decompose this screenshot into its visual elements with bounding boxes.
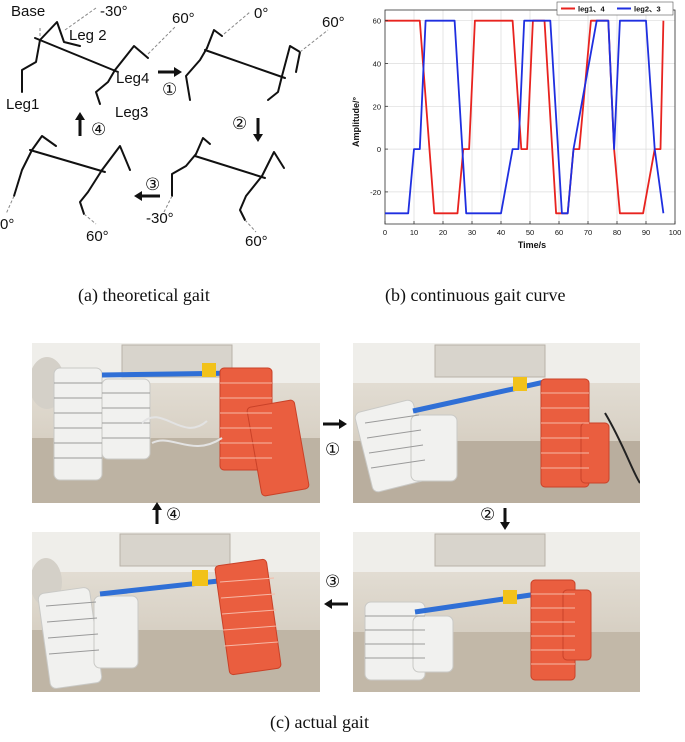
pose4-leg4 [101, 145, 131, 171]
step-3-label: ③ [145, 175, 161, 195]
pose2-leg3 [267, 75, 283, 101]
photo-step-3-label: ③ [325, 572, 341, 592]
photo-step-2-label: ② [480, 505, 496, 525]
step-2-label: ② [232, 114, 248, 134]
legend-box [556, 1, 674, 16]
angle-label-0-bottom: 0° [0, 216, 15, 233]
chart-x-axis-label: Time/s [518, 240, 546, 250]
caption-a: (a) theoretical gait [78, 285, 210, 305]
pose2-leg1 [185, 47, 208, 101]
photo-step-4-label: ④ [166, 505, 182, 525]
pose1-leg4 [114, 45, 149, 71]
step-1-label: ① [162, 80, 178, 100]
pose4-leg1 [13, 149, 33, 197]
angle-label-60-top: 60° [172, 10, 195, 27]
y-tick-label: 60 [373, 17, 381, 26]
pose2-base-rod [204, 49, 286, 79]
x-tick-label: 30 [468, 228, 476, 237]
label-leg3: Leg3 [115, 104, 149, 121]
label-base: Base [11, 3, 46, 20]
actual-gait-photo-3 [353, 532, 640, 692]
panel-a-theoretical-gait: Base Leg 2 Leg1 Leg4 Leg3 -30° 60° 0° 60… [0, 0, 345, 260]
chart-series [385, 19, 665, 215]
angle-label-minus30-top: -30° [100, 3, 128, 20]
pose4-leg3 [79, 169, 103, 215]
step-4-label: ④ [91, 120, 107, 140]
pose3-base-rod [194, 155, 266, 179]
x-tick-label: 80 [613, 228, 621, 237]
pose1-leg1 [21, 39, 41, 93]
x-tick-label: 90 [642, 228, 650, 237]
label-leg1: Leg1 [6, 96, 40, 113]
pose2-leg2 [206, 29, 223, 49]
x-tick-label: 60 [555, 228, 563, 237]
pose4-leg2 [31, 135, 57, 151]
y-tick-label: 40 [373, 60, 381, 69]
photo-step-1-label: ① [325, 440, 341, 460]
pose1-leg2 [39, 21, 81, 47]
x-tick-label: 20 [439, 228, 447, 237]
x-tick-label: 100 [669, 228, 682, 237]
pose2-leg4 [281, 45, 301, 77]
y-tick-label: -20 [370, 188, 381, 197]
pose3-leg4 [261, 151, 285, 177]
chart-ticks: 0 10 20 30 40 50 60 70 80 90 100 -20 0 20 40 60 [370, 17, 681, 237]
pose4-base-rod [29, 149, 106, 173]
actual-gait-photo-2 [353, 343, 640, 503]
y-tick-label: 20 [373, 102, 381, 111]
x-tick-label: 10 [410, 228, 418, 237]
angle-label-60-bottomleft: 60° [86, 228, 109, 245]
actual-gait-photo-4 [32, 532, 320, 692]
pose3-leg3 [239, 175, 263, 221]
pose1-base-rod [34, 37, 119, 73]
chart-y-axis-label: Amplitude/° [351, 97, 361, 147]
x-tick-label: 50 [526, 228, 534, 237]
actual-gait-photo-1 [32, 343, 320, 503]
series-line-2 [385, 19, 665, 215]
caption-b: (b) continuous gait curve [385, 285, 566, 305]
angle-label-60-bottomright: 60° [245, 233, 268, 250]
x-tick-label: 40 [497, 228, 505, 237]
y-tick-label: 0 [377, 145, 381, 154]
chart-legend: leg1、4 leg2、3 [556, 1, 674, 16]
chart-grid [384, 10, 676, 224]
gait-diagram [5, 7, 329, 233]
angle-label-60-topright: 60° [322, 14, 345, 31]
x-tick-label: 0 [383, 228, 387, 237]
caption-c: (c) actual gait [270, 712, 369, 732]
pose3-leg1 [171, 153, 197, 197]
angle-label-minus30-bottom: -30° [146, 210, 174, 227]
label-leg4: Leg4 [116, 70, 150, 87]
legend-label-2: leg2、3 [634, 5, 661, 14]
pose1-leg3 [95, 69, 116, 105]
pose3-leg2 [195, 137, 211, 155]
angle-label-0-top: 0° [254, 5, 269, 22]
legend-label-1: leg1、4 [578, 5, 606, 14]
x-tick-label: 70 [584, 228, 592, 237]
label-leg2: Leg 2 [69, 27, 107, 44]
